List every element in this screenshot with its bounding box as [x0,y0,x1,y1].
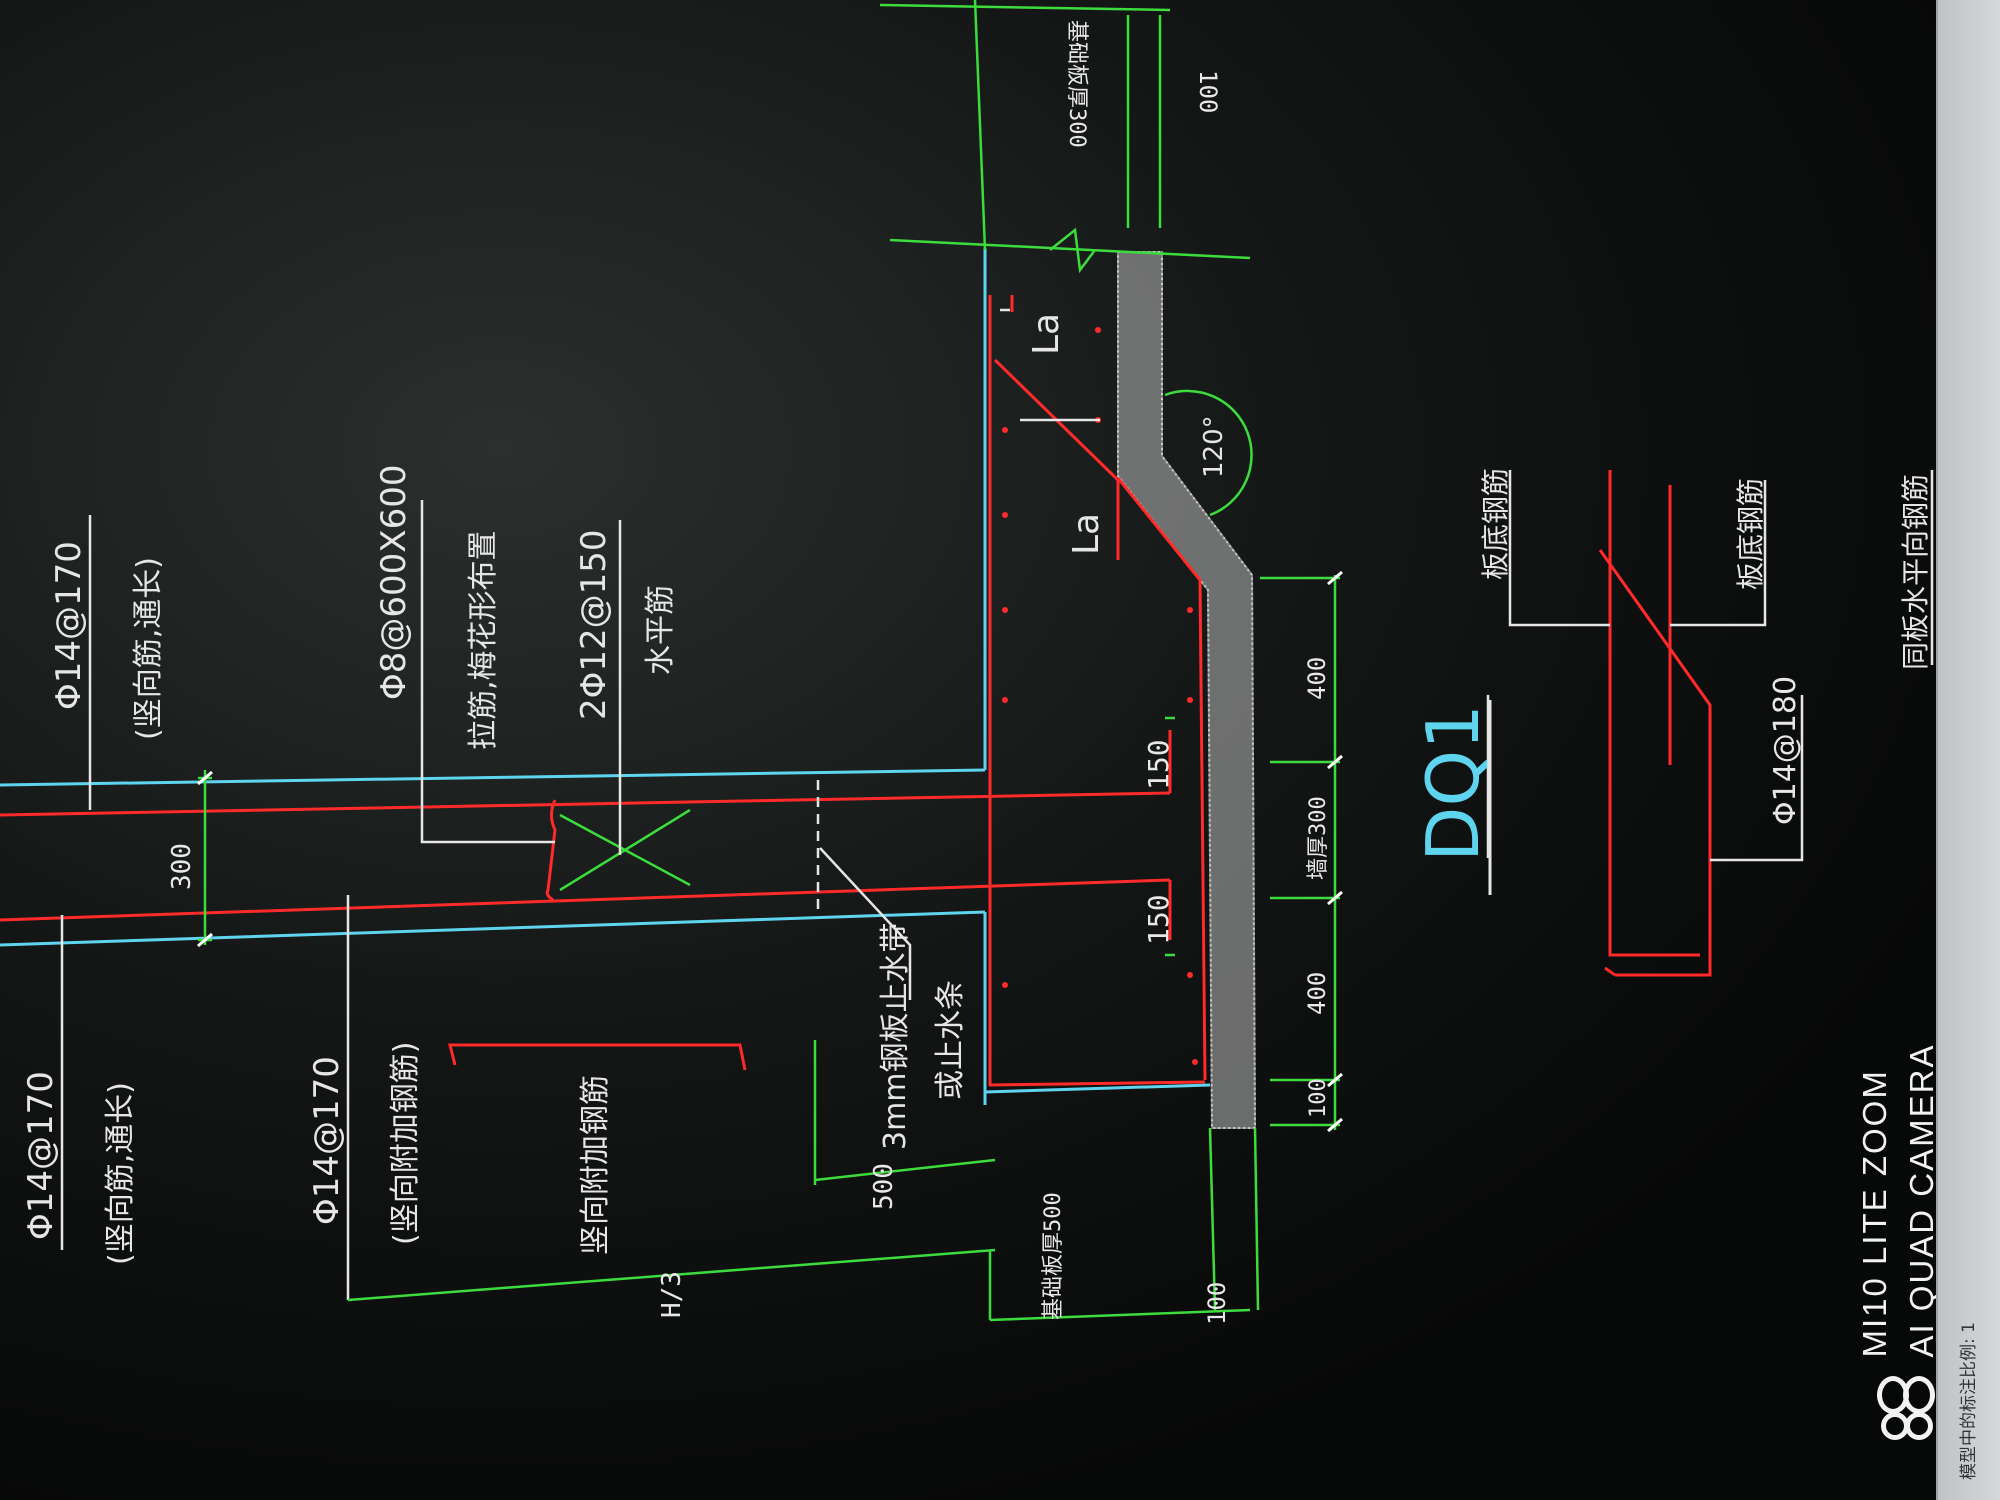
dim-400-b: 400 [1303,972,1331,1015]
status-annotation-scale: 模型中的标注比例: 1 [1959,1322,1979,1480]
dim-h3: H/3 [657,1271,687,1318]
label-waterstop-note: 或止水条 [933,980,968,1100]
label-tie-bar-note: 拉筋,梅花形布置 [466,530,501,750]
status-bar [1936,0,2000,1500]
detail-label-2: 板底钢筋 [1734,478,1767,590]
label-rebar-v3: Φ14@170 [307,1056,347,1225]
detail-note: 同板水平向钢筋 [1899,474,1932,670]
dim-100-b: 100 [1203,1282,1231,1325]
dim-300: 300 [167,843,197,890]
dim-100-a: 100 [1306,1078,1331,1118]
dim-ticks [197,570,1343,1133]
camera-watermark: MI10 LITE ZOOM AI QUAD CAMERA [1855,1043,1949,1440]
dim-400-a: 400 [1303,657,1331,700]
watermark-line2: AI QUAD CAMERA [1903,1043,1940,1358]
label-extra-vertical: 竖向附加钢筋 [578,1075,613,1255]
dim-150-b: 150 [1142,894,1175,945]
dim-100-c: 100 [1194,70,1222,113]
label-waterstop: 3mm钢板止水带 [878,922,913,1150]
dim-slab-bottom: 基础板厚500 [1041,1192,1066,1320]
detail-bar: Φ14@180 [1768,676,1803,825]
rebar-lines [0,295,1712,1087]
leader-lines [60,308,1934,1300]
label-rebar-v1: Φ14@170 [49,541,89,710]
tie-bar-cross [559,808,691,892]
label-rebar-v3-note: (竖向附加钢筋) [388,1042,423,1245]
dimension-lines [198,0,1340,1322]
label-angle: 120° [1199,415,1229,478]
label-anchor-top: La [1026,313,1067,355]
label-rebar-v2-note: (竖向筋,通长) [103,1082,138,1265]
dim-wall: 墙厚300 [1306,796,1331,880]
wall-outline [0,248,1211,1105]
detail-label-1: 板底钢筋 [1479,468,1512,580]
label-rebar-v1-note: (竖向筋,通长) [131,557,166,740]
dim-150-a: 150 [1142,739,1175,790]
watermark-line1: MI10 LITE ZOOM [1856,1069,1893,1358]
dim-slab-top: 基础板厚300 [1064,20,1089,148]
label-anchor-bottom: La [1066,513,1107,555]
label-horizontal-bar-note: 水平筋 [643,585,678,675]
label-rebar-v2: Φ14@170 [21,1071,61,1240]
label-horizontal-bar: 2Φ12@150 [574,529,614,720]
label-tie-bar: Φ8@600X600 [374,465,414,700]
drawing-title: DQ1 [1411,704,1495,862]
dim-500: 500 [869,1163,899,1210]
camera-logo-icon [1875,1376,1935,1440]
rebar-dots [1002,327,1198,1065]
cushion-hatch [1117,251,1257,1129]
